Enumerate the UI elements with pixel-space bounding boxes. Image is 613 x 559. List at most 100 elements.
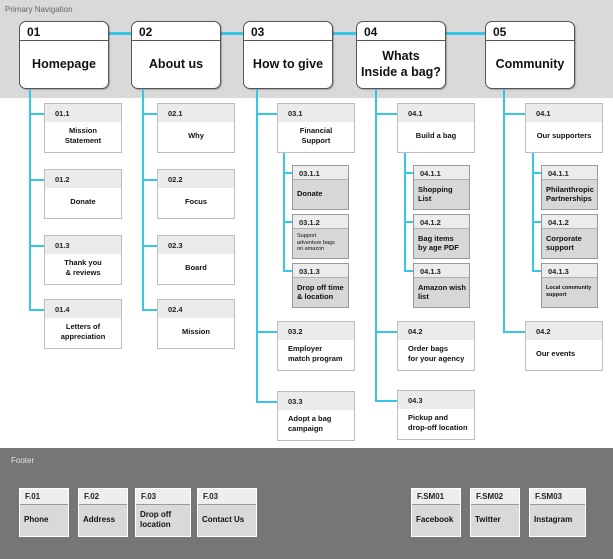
branch-line	[256, 113, 277, 115]
sub-branch-line	[532, 270, 541, 272]
sub-branch-line	[283, 270, 292, 272]
child-card-01-3-title: Thank you& reviews	[64, 258, 102, 277]
branch-line	[503, 331, 525, 333]
footer-card-title: Instagram	[534, 514, 573, 524]
nav-connector	[446, 32, 485, 35]
nav-card-number: 01	[20, 22, 108, 41]
child-card-04-1-number: 04.1	[398, 104, 474, 122]
child-card-02-4-number: 02.4	[158, 300, 234, 318]
footer-card-title: Facebook	[416, 514, 454, 524]
nav-card-title: How to give	[252, 56, 324, 71]
child-card-04-1-title: Our supporters	[536, 131, 592, 141]
sub-branch-line	[532, 172, 541, 174]
child-card-04-1-number: 04.1	[526, 104, 602, 122]
child-card-02-4-title: Mission	[182, 327, 210, 337]
nav-card-number: 04	[357, 22, 445, 41]
sub-card-04-1-3-number: 04.1.3	[414, 264, 469, 278]
child-card-01-3-number: 01.3	[45, 236, 121, 254]
sub-branch-line	[532, 221, 541, 223]
sub-card-04-1-1-number: 04.1.1	[414, 166, 469, 180]
branch-line	[142, 245, 157, 247]
nav-card-title: Homepage	[32, 56, 96, 71]
footer-card-title: Address	[83, 514, 116, 524]
sub-branch-line	[404, 270, 413, 272]
child-card-03-3-number: 03.3	[278, 392, 354, 410]
sub-spine-line	[404, 153, 406, 272]
branch-line	[142, 309, 157, 311]
footer-label: Footer	[11, 456, 35, 465]
footer-card-number: F.SM03	[530, 489, 585, 505]
branch-line	[375, 400, 397, 402]
sub-card-03-1-1-number: 03.1.1	[293, 166, 348, 180]
nav-card-title: About us	[148, 56, 204, 71]
spine-line	[503, 89, 505, 331]
child-card-04-2-title: Our events	[536, 349, 576, 359]
child-card-02-3-title: Board	[185, 263, 207, 273]
branch-line	[29, 179, 44, 181]
branch-line	[29, 113, 44, 115]
footer-card-title: Phone	[24, 514, 49, 524]
branch-line	[29, 309, 44, 311]
child-card-04-3-number: 04.3	[398, 391, 474, 409]
child-card-04-2-number: 04.2	[526, 322, 602, 340]
footer-card-number: F.SM01	[412, 489, 460, 505]
child-card-02-3-number: 02.3	[158, 236, 234, 254]
child-card-01-2-number: 01.2	[45, 170, 121, 188]
footer-card-number: F.SM02	[471, 489, 519, 505]
sub-branch-line	[283, 172, 292, 174]
footer-card-title: Twitter	[475, 514, 501, 524]
nav-connector	[333, 32, 356, 35]
child-card-04-2-number: 04.2	[398, 322, 474, 340]
sub-spine-line	[283, 153, 285, 272]
child-card-01-4-number: 01.4	[45, 300, 121, 318]
sub-branch-line	[283, 221, 292, 223]
sub-card-03-1-3-number: 03.1.3	[293, 264, 348, 278]
footer-card-title: Contact Us	[202, 514, 245, 524]
sub-card-03-1-2-number: 03.1.2	[293, 215, 348, 229]
footer-card-number: F.03	[198, 489, 256, 505]
